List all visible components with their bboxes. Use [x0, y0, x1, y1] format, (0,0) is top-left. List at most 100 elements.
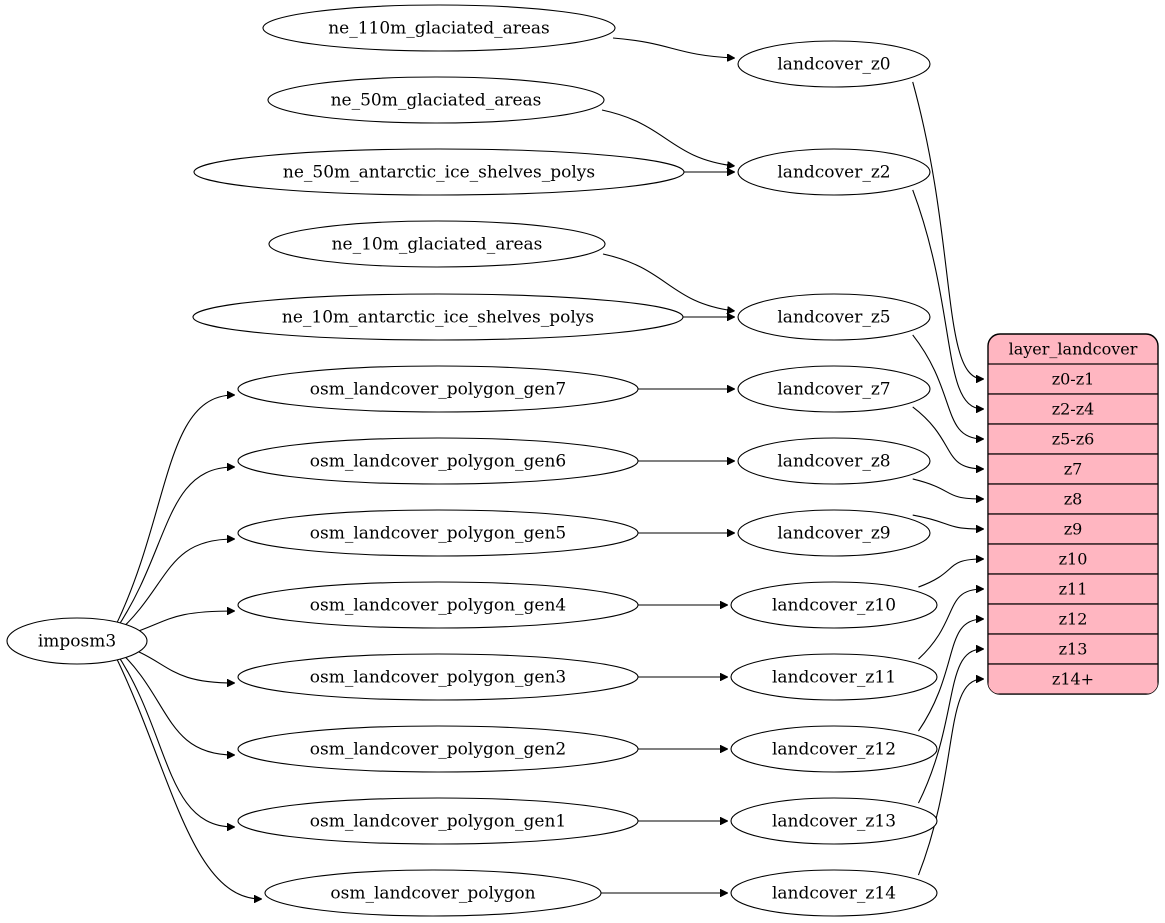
edge: [912, 334, 983, 439]
table-row[interactable]: [988, 513, 1158, 545]
node-ellipse-lz2: [737, 148, 931, 196]
node-gen5[interactable]: osm_landcover_polygon_gen5: [237, 509, 639, 557]
edge: [602, 253, 734, 311]
table-row[interactable]: [988, 453, 1158, 485]
edge: [115, 467, 235, 631]
node-label-gen2: osm_landcover_polygon_gen2: [310, 740, 566, 760]
node-ellipse-lz14: [730, 869, 938, 917]
node-label-gen7: osm_landcover_polygon_gen7: [310, 380, 566, 400]
node-ne10g[interactable]: ne_10m_glaciated_areas: [268, 220, 606, 268]
table-row[interactable]: [988, 423, 1158, 455]
table-row-label: z10: [1059, 550, 1088, 569]
node-ellipse-gen4: [237, 581, 639, 629]
table-row[interactable]: [988, 663, 1158, 694]
edges-layer: [115, 37, 984, 899]
edge: [115, 651, 235, 827]
node-gen4[interactable]: osm_landcover_polygon_gen4: [237, 581, 639, 629]
layer-landcover-table: layer_landcoverz0-z1z2-z4z5-z6z7z8z9z10z…: [987, 333, 1159, 695]
edge: [917, 649, 983, 804]
node-label-lz12: landcover_z12: [772, 740, 896, 760]
node-label-lz13: landcover_z13: [772, 812, 896, 832]
node-ellipse-lz5: [737, 293, 931, 341]
node-ellipse-lz11: [730, 653, 938, 701]
edge: [912, 478, 983, 499]
edge: [115, 655, 262, 899]
table-row-label: z12: [1059, 610, 1088, 629]
node-lz2[interactable]: landcover_z2: [737, 148, 931, 196]
node-ellipse-gen3: [237, 653, 639, 701]
table-row[interactable]: [988, 543, 1158, 575]
node-label-gen5: osm_landcover_polygon_gen5: [310, 524, 566, 544]
node-label-gen1: osm_landcover_polygon_gen1: [310, 812, 566, 832]
node-lz13[interactable]: landcover_z13: [730, 797, 938, 845]
node-label-ne10a: ne_10m_antarctic_ice_shelves_polys: [282, 308, 594, 328]
table-rows-group: layer_landcoverz0-z1z2-z4z5-z6z7z8z9z10z…: [988, 340, 1158, 694]
node-gen1[interactable]: osm_landcover_polygon_gen1: [237, 797, 639, 845]
node-gen0[interactable]: osm_landcover_polygon: [264, 869, 602, 917]
nodes-layer: imposm3 ne_110m_glaciated_areas ne_50m_gla…: [6, 4, 938, 917]
node-ellipse-ne10a: [192, 293, 684, 341]
node-ne50g[interactable]: ne_50m_glaciated_areas: [267, 76, 605, 124]
node-ellipse-lz0: [737, 40, 931, 88]
node-ellipse-lz12: [730, 725, 938, 773]
node-ne10a[interactable]: ne_10m_antarctic_ice_shelves_polys: [192, 293, 684, 341]
table-row-label: z7: [1064, 460, 1083, 479]
edge: [601, 109, 734, 166]
edge: [912, 189, 983, 409]
edge: [912, 406, 983, 469]
node-lz8[interactable]: landcover_z8: [737, 437, 931, 485]
table-header-label: layer_landcover: [1009, 340, 1138, 359]
node-gen7[interactable]: osm_landcover_polygon_gen7: [237, 365, 639, 413]
node-label-ne110g: ne_110m_glaciated_areas: [328, 19, 550, 39]
node-label-lz9: landcover_z9: [777, 524, 890, 544]
node-lz14[interactable]: landcover_z14: [730, 869, 938, 917]
node-ellipse-ne110g: [262, 4, 616, 52]
table-row-label: z8: [1064, 490, 1083, 509]
node-label-ne50a: ne_50m_antarctic_ice_shelves_polys: [283, 163, 595, 183]
node-label-ne50g: ne_50m_glaciated_areas: [331, 91, 542, 111]
table-row-label: z5-z6: [1052, 430, 1095, 449]
node-ellipse-gen7: [237, 365, 639, 413]
node-label-lz0: landcover_z0: [777, 55, 890, 75]
node-ellipse-gen2: [237, 725, 639, 773]
node-ne110g[interactable]: ne_110m_glaciated_areas: [262, 4, 616, 52]
node-label-gen6: osm_landcover_polygon_gen6: [310, 452, 566, 472]
node-ellipse-lz9: [737, 509, 931, 557]
node-ellipse-lz7: [737, 365, 931, 413]
node-lz9[interactable]: landcover_z9: [737, 509, 931, 557]
node-lz10[interactable]: landcover_z10: [730, 581, 938, 629]
node-gen2[interactable]: osm_landcover_polygon_gen2: [237, 725, 639, 773]
node-ellipse-ne50a: [193, 148, 685, 196]
edge: [912, 81, 983, 379]
node-gen6[interactable]: osm_landcover_polygon_gen6: [237, 437, 639, 485]
edge: [912, 514, 983, 529]
node-label-lz5: landcover_z5: [777, 308, 890, 328]
edge: [115, 647, 235, 755]
edge: [918, 619, 983, 732]
node-lz11[interactable]: landcover_z11: [730, 653, 938, 701]
node-label-imposm3: imposm3: [38, 632, 116, 652]
node-ellipse-lz13: [730, 797, 938, 845]
node-ellipse-gen6: [237, 437, 639, 485]
table-row[interactable]: [988, 603, 1158, 635]
table-row-label: z2-z4: [1052, 400, 1095, 419]
node-gen3[interactable]: osm_landcover_polygon_gen3: [237, 653, 639, 701]
edge: [918, 589, 983, 660]
node-ellipse-lz10: [730, 581, 938, 629]
node-lz5[interactable]: landcover_z5: [737, 293, 931, 341]
node-label-lz14: landcover_z14: [772, 884, 896, 904]
node-lz7[interactable]: landcover_z7: [737, 365, 931, 413]
node-ellipse-lz8: [737, 437, 931, 485]
node-lz0[interactable]: landcover_z0: [737, 40, 931, 88]
edge: [115, 395, 235, 627]
node-ne50a[interactable]: ne_50m_antarctic_ice_shelves_polys: [193, 148, 685, 196]
edge: [918, 559, 983, 588]
table-row-label: z11: [1059, 580, 1088, 599]
table-row[interactable]: [988, 633, 1158, 665]
node-lz12[interactable]: landcover_z12: [730, 725, 938, 773]
node-ellipse-ne50g: [267, 76, 605, 124]
node-imposm3[interactable]: imposm3: [6, 617, 148, 665]
table-row-label: z9: [1064, 520, 1083, 539]
